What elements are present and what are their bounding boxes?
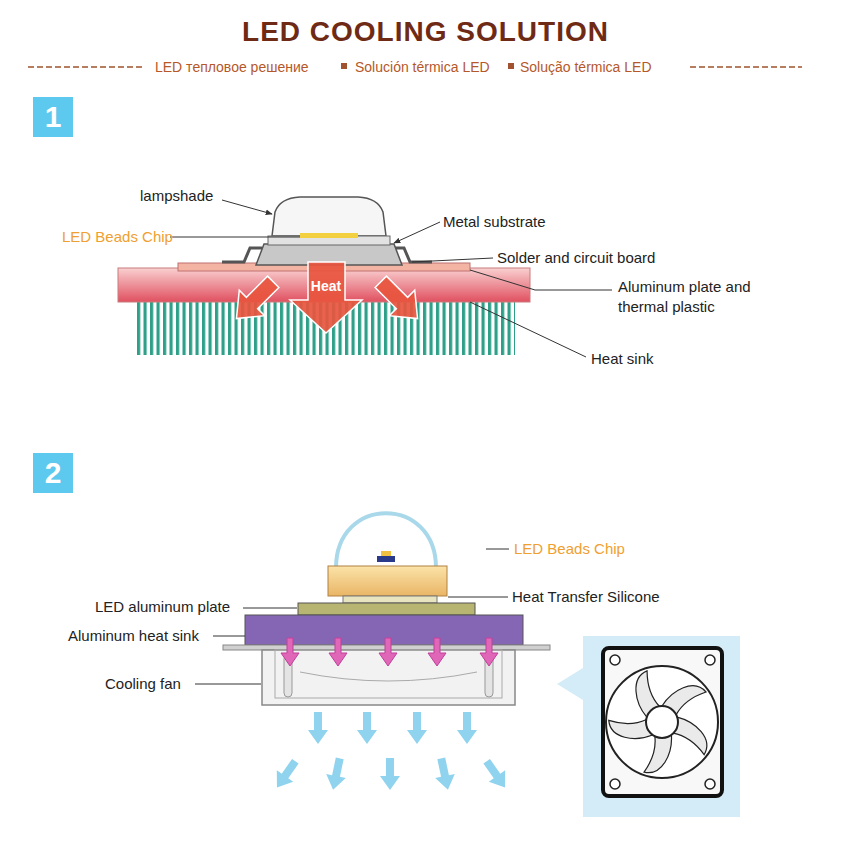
leader-line (448, 597, 508, 598)
leader-line (195, 684, 261, 685)
airflow-arrow (323, 756, 349, 791)
screw-hole (705, 779, 715, 789)
airflow-arrow (269, 756, 304, 794)
chip-base (377, 556, 395, 562)
part-label: lampshade (140, 187, 213, 205)
heat-flow-arrow (428, 638, 446, 666)
step-number: 1 (45, 102, 62, 132)
part-label: Metal substrate (443, 213, 546, 231)
leader-line (470, 270, 612, 290)
lens-dome (336, 513, 436, 568)
led-package (328, 566, 447, 596)
leader-line (213, 636, 245, 637)
subtitle-text: Solución térmica LED (355, 58, 490, 76)
led-chip (381, 551, 391, 556)
arrow-label: Heat (301, 277, 351, 295)
dashed-rule (28, 66, 142, 68)
step-number: 2 (45, 458, 62, 488)
fan-ring (606, 666, 718, 778)
leader-line (170, 237, 300, 238)
airflow-arrow (478, 756, 513, 794)
led-aluminum-plate (298, 603, 475, 615)
subtitle-text: LED тепловое решение (155, 58, 309, 76)
airflow-arrow (431, 756, 457, 791)
part-label: Solder and circuit board (497, 249, 655, 267)
callout-panel (557, 636, 740, 817)
airflow-arrow (407, 712, 427, 744)
leader-line (486, 549, 509, 550)
fan-hub (646, 706, 678, 738)
screw-hole (610, 655, 620, 665)
leader-line (243, 608, 297, 609)
leader-line (222, 200, 272, 214)
fan-blade-edge (300, 672, 477, 681)
heat-arrow (290, 262, 362, 333)
leader-line (412, 258, 493, 262)
airflow-arrow (457, 712, 477, 744)
airflow-arrow (308, 712, 328, 744)
airflow-arrow (380, 758, 400, 790)
heat-arrow (368, 269, 430, 331)
part-label: LED aluminum plate (95, 598, 230, 616)
diagram-title: LED COOLING SOLUTION (0, 16, 851, 48)
heat-flow-arrow (281, 638, 299, 666)
screw-hole (705, 655, 715, 665)
fan-photo-frame (603, 648, 722, 796)
separator-square (508, 63, 514, 69)
lampshade-dome (272, 197, 386, 236)
part-label: Cooling fan (105, 675, 181, 693)
part-label: Aluminum heat sink (68, 627, 199, 645)
heat-arrow (224, 269, 286, 331)
step-number-box: 1 (33, 97, 73, 137)
heat-flow-arrow (480, 638, 498, 666)
screw-hole (610, 779, 620, 789)
heat-transfer-silicone (343, 596, 437, 603)
led-chip (300, 233, 358, 238)
step-number-box: 2 (33, 453, 73, 493)
leader-line (470, 302, 586, 357)
led-lead (222, 248, 262, 262)
dashed-rule (690, 66, 802, 68)
heat-flow-arrow (329, 638, 347, 666)
part-label: Heat Transfer Silicone (512, 588, 660, 606)
leader-line (394, 222, 440, 243)
subtitle-text: Solução térmica LED (520, 58, 652, 76)
part-label: Aluminum plate and thermal plastic (618, 277, 776, 317)
separator-square (341, 63, 347, 69)
heat-flow-arrow (379, 638, 397, 666)
part-label: Heat sink (591, 350, 654, 368)
part-label: LED Beads Chip (62, 228, 173, 246)
part-label: LED Beads Chip (514, 540, 625, 558)
airflow-arrow (357, 712, 377, 744)
